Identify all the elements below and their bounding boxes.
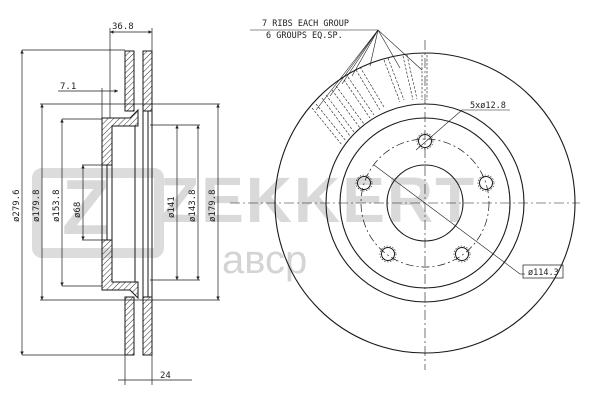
bolt-holes [355,132,495,263]
dim-hub-dia-a: ø141 [167,196,177,218]
dim-thickness: 24 [160,371,171,381]
note-ribs-line2: 6 GROUPS EQ.SP. [266,31,343,41]
section-dim-labels: 36.8 7.1 ø279.6 ø179.8 ø153.8 ø68 ø141 ø… [12,22,218,381]
watermark-brand: ZEKKERT [160,164,477,236]
dim-inner-dia-b: ø179.8 [208,189,218,222]
dim-hat-offset: 7.1 [60,82,76,92]
dim-hub-dia-b: ø143.8 [188,189,198,222]
note-ribs-line1: 7 RIBS EACH GROUP [262,19,349,29]
dim-width-total: 36.8 [112,22,134,32]
dim-inner-dia-a: ø179.8 [32,189,42,222]
dim-bore-dia: ø68 [73,202,83,218]
dim-outer-dia: ø279.6 [12,189,22,222]
section-view [20,28,220,385]
watermark-logo-box [32,168,164,258]
dim-bolt-holes: 5xø12.8 [470,101,506,111]
dim-hat-dia: ø153.8 [52,189,62,222]
vent-ribs [311,54,428,146]
front-view [230,29,580,370]
dim-pcd: ø114.3 [528,268,559,278]
